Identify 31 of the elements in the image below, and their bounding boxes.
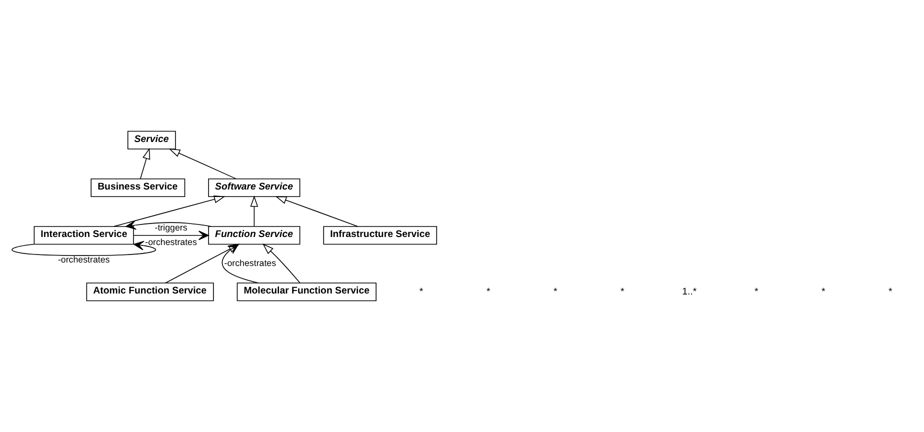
- arrow: [133, 230, 209, 240]
- label: *: [754, 286, 758, 298]
- node-box: Business Service: [90, 178, 186, 198]
- label: *: [553, 286, 558, 298]
- label: *: [888, 286, 892, 298]
- arrow: [250, 195, 258, 227]
- label: *: [620, 286, 624, 298]
- label: *: [486, 286, 490, 298]
- node-box: Atomic Function Service: [86, 282, 214, 302]
- arrow: [165, 244, 240, 284]
- arrow: [275, 196, 358, 227]
- arrow: [222, 244, 259, 284]
- node-box: Software Service: [208, 178, 300, 198]
- label: *: [419, 286, 424, 298]
- arrow: [140, 148, 150, 180]
- label: 1..*: [682, 286, 697, 298]
- arrow: [168, 148, 236, 180]
- label: *: [821, 286, 826, 298]
- edge-label: -orchestrates: [224, 258, 276, 268]
- node-box: Service: [127, 130, 176, 150]
- arrow: [12, 240, 156, 256]
- node-box: Interaction Service: [34, 226, 134, 245]
- edge-label: -orchestrates: [145, 236, 197, 247]
- node-box: Function Service: [208, 226, 300, 245]
- node-box: Molecular Function Service: [236, 282, 376, 302]
- arrow: [126, 220, 212, 230]
- arrow: [114, 195, 226, 227]
- arrow: [262, 244, 300, 284]
- node-box: Infrastructure Service: [323, 226, 438, 245]
- edge-label: -triggers: [154, 222, 188, 232]
- edge-label: -orchestrates: [58, 254, 110, 265]
